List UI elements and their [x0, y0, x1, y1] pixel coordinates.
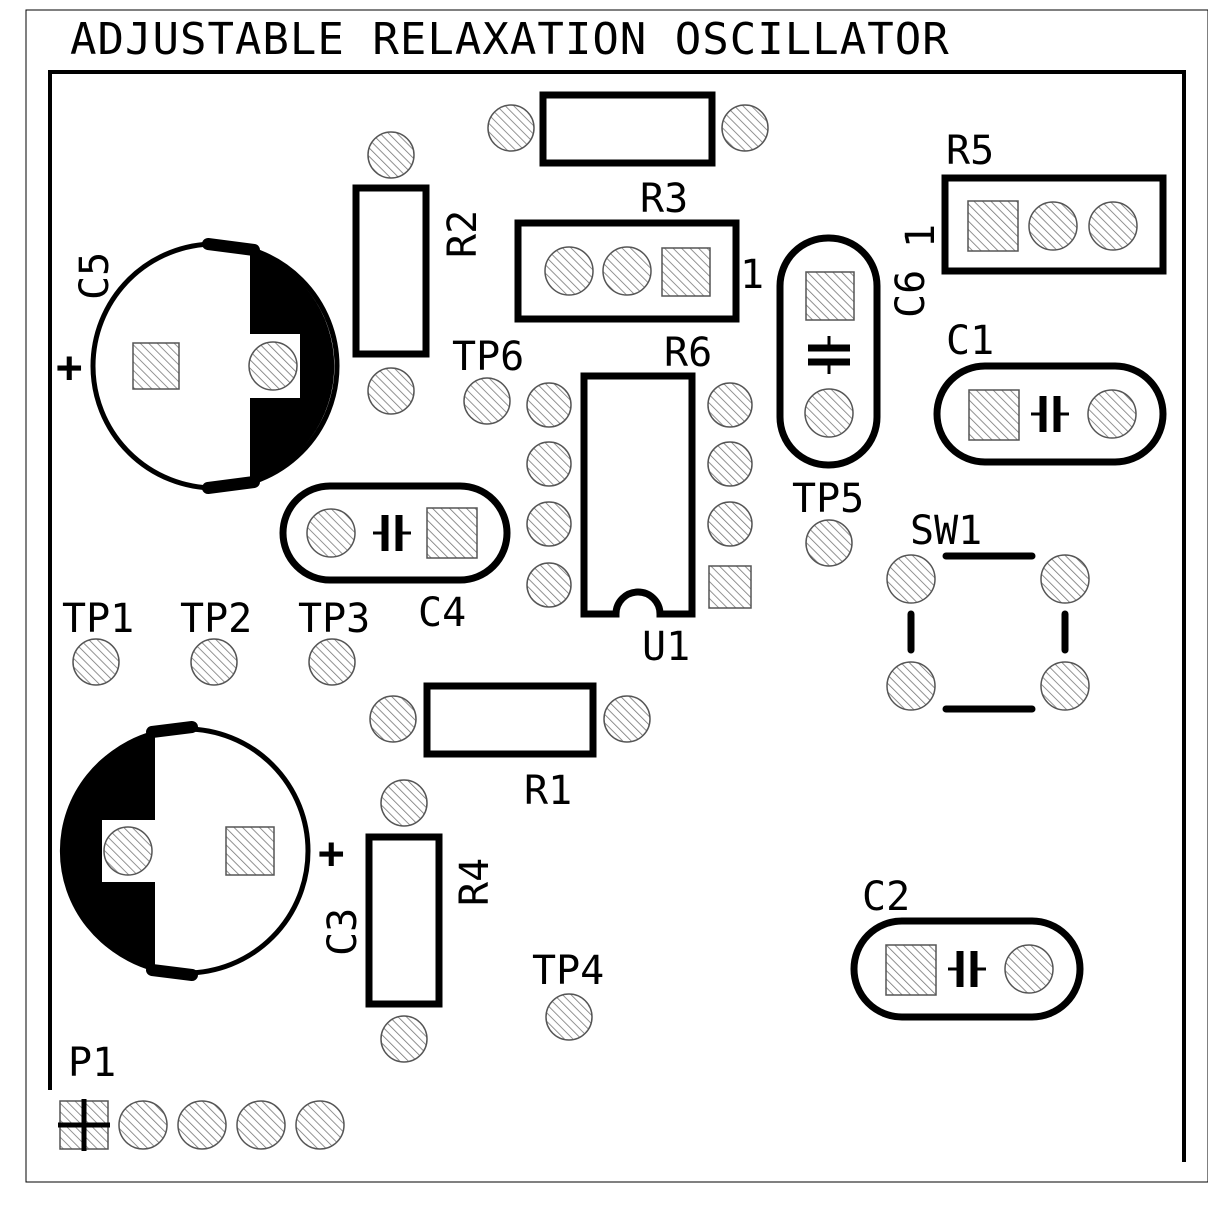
- c2-label: C2: [862, 874, 910, 920]
- u1-pin-6: [526, 501, 572, 547]
- sw1-label: SW1: [910, 508, 982, 554]
- r2-pad-2: [367, 367, 415, 415]
- capacitor-c1: C1: [933, 318, 1167, 466]
- c2-pad-1: [885, 944, 937, 996]
- capacitor-c4: C4: [279, 482, 511, 636]
- r4-label: R4: [452, 858, 498, 906]
- tp1-label: TP1: [62, 596, 134, 642]
- r2-pad-1: [367, 131, 415, 179]
- r6-pad-2: [602, 246, 652, 296]
- p1-pin-3: [177, 1100, 227, 1150]
- sw1-pad-4: [1040, 661, 1090, 711]
- header-p1: P1: [58, 1040, 345, 1151]
- c6-pad-2: [804, 388, 854, 438]
- c3-label: C3: [320, 908, 366, 956]
- c3-plus-sign: +: [318, 828, 345, 879]
- board-title: ADJUSTABLE RELAXATION OSCILLATOR: [70, 14, 950, 65]
- u1-pin-1: [708, 565, 752, 609]
- board-edge: [25, 9, 1208, 1183]
- tp5-label: TP5: [792, 476, 864, 522]
- tp4-label: TP4: [532, 948, 604, 994]
- c6-pad-1: [805, 271, 855, 321]
- u1-pin-8: [526, 382, 572, 428]
- sw1-pad-1: [886, 554, 936, 604]
- capacitor-c5: C5 +: [56, 238, 340, 494]
- c3-pad-2: [103, 826, 153, 876]
- p1-label: P1: [68, 1040, 116, 1086]
- r3-pad-2: [721, 104, 769, 152]
- u1-pin-10: [707, 441, 753, 487]
- resistor-r4: R4: [365, 779, 498, 1063]
- tp3-label: TP3: [298, 596, 370, 642]
- r5-pad-2: [1028, 201, 1078, 251]
- c5-label: C5: [72, 252, 118, 300]
- c4-label: C4: [418, 590, 466, 636]
- c1-pad-2: [1087, 389, 1137, 439]
- r5-pad-3: [1088, 201, 1138, 251]
- u1-label: U1: [642, 624, 690, 670]
- c5-polarity-band: [250, 250, 335, 482]
- sw1-pad-2: [1040, 554, 1090, 604]
- c3-polarity-band: [59, 732, 155, 970]
- capacitor-c2: C2: [850, 874, 1084, 1021]
- c5-plus-sign: +: [56, 342, 83, 393]
- c5-pad-1: [132, 342, 180, 390]
- r6-label: R6: [664, 330, 712, 376]
- p1-pin-5: [295, 1100, 345, 1150]
- r4-pad-2: [380, 1015, 428, 1063]
- u1-pin-5: [526, 562, 572, 608]
- p1-pin-4: [236, 1100, 286, 1150]
- r3-pad-1: [487, 104, 535, 152]
- c4-pad-2: [306, 508, 356, 558]
- resistor-r3: R3: [487, 91, 769, 222]
- test-point-tp3: TP3: [298, 596, 370, 686]
- r4-pad-1: [380, 779, 428, 827]
- c3-pad-1: [225, 826, 275, 876]
- trimmer-r5: R5 1: [898, 128, 1167, 275]
- r3-label: R3: [640, 176, 688, 222]
- capacitor-c6: C6: [776, 234, 934, 469]
- u1-pin-9: [707, 382, 753, 428]
- r1-pad-2: [603, 695, 651, 743]
- c6-label: C6: [888, 270, 934, 318]
- r6-pin1-marker: 1: [740, 252, 764, 298]
- c1-label: C1: [946, 318, 994, 364]
- p1-pin-2: [118, 1100, 168, 1150]
- trimmer-r6: 1 R6: [514, 219, 764, 376]
- c2-pad-2: [1004, 944, 1054, 994]
- c1-pad-1: [968, 389, 1020, 441]
- c5-pad-2: [248, 341, 298, 391]
- test-point-tp4: TP4: [532, 948, 604, 1041]
- switch-sw1: SW1: [886, 508, 1090, 713]
- r1-pad-1: [369, 695, 417, 743]
- test-point-tp5: TP5: [792, 476, 864, 567]
- u1-pin-7: [526, 441, 572, 487]
- tp6-label: TP6: [452, 334, 524, 380]
- r5-pin1-marker: 1: [898, 224, 944, 248]
- tp2-label: TP2: [180, 596, 252, 642]
- resistor-r2: R2: [352, 131, 486, 415]
- test-point-tp1: TP1: [62, 596, 134, 686]
- r6-pad-3: [544, 246, 594, 296]
- silkscreen-frame: [48, 70, 1186, 1162]
- ic-u1: U1: [526, 372, 753, 670]
- c4-pad-1: [426, 507, 478, 559]
- r6-pad-1: [661, 247, 711, 297]
- u1-pin-11: [707, 501, 753, 547]
- r5-label: R5: [946, 128, 994, 174]
- resistor-r1: R1: [369, 682, 651, 814]
- test-point-tp6: TP6: [452, 334, 524, 425]
- sw1-pad-3: [886, 661, 936, 711]
- r5-pad-1: [967, 200, 1019, 252]
- test-point-tp2: TP2: [180, 596, 252, 686]
- r1-label: R1: [524, 768, 572, 814]
- capacitor-c3: + C3: [59, 721, 366, 981]
- r2-label: R2: [440, 210, 486, 258]
